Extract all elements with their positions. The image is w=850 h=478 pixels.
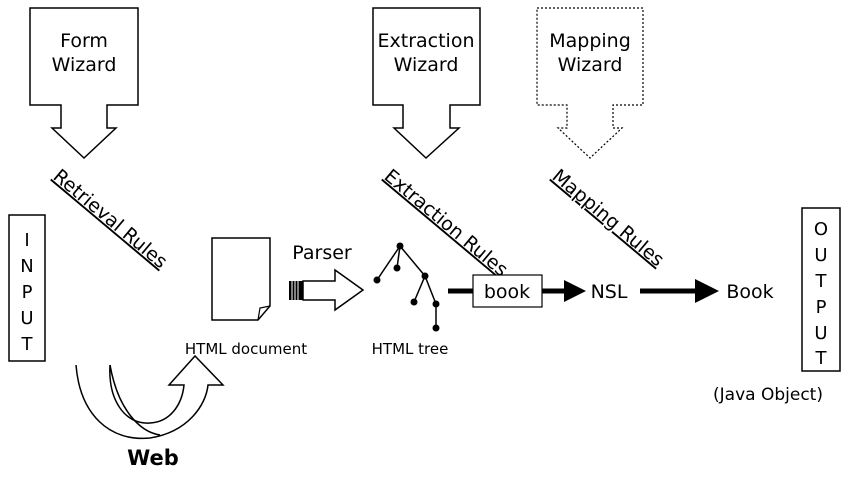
extraction-wizard-line1: Extraction [378,30,475,52]
input-letter: T [21,334,34,355]
retrieval-rules-label: Retrieval Rules [49,165,172,273]
web-curved-arrow [75,354,225,440]
output-letter: T [815,271,828,292]
output-box [801,207,841,372]
web-label: Web [127,446,179,470]
form-wizard-shape [29,7,139,160]
book-box-label: book [484,281,530,303]
input-letter: U [20,308,33,329]
nsl-label: NSL [591,281,628,303]
book-output-label: Book [726,281,773,303]
extraction-rules-label: Extraction Rules [380,165,512,281]
mapping-wizard-line2: Wizard [558,54,623,76]
form-wizard-line1: Form [60,30,108,52]
input-letter: P [22,282,33,303]
output-letter: U [814,323,827,344]
mapping-wizard-shape [536,7,644,159]
mapping-wizard-line1: Mapping [549,30,631,52]
document-icon [211,237,271,321]
output-letter: U [814,245,827,266]
nsl-to-book-arrow [640,279,719,303]
form-wizard-line2: Wizard [52,54,117,76]
html-document-label: HTML document [185,340,307,358]
html-tree-label: HTML tree [372,340,449,358]
output-letter: O [814,219,828,240]
extraction-wizard-shape [372,7,481,160]
html-tree-icon [376,245,437,328]
output-letter: T [815,348,828,369]
parser-label: Parser [292,242,352,264]
extraction-wizard-line2: Wizard [394,54,459,76]
output-letter: P [816,297,827,318]
input-box [8,214,46,362]
input-letter: N [20,256,33,277]
input-letter: I [24,230,29,251]
html-tree-nodes [373,242,440,332]
book-to-nsl-arrow [542,280,586,302]
mapping-rules-label: Mapping Rules [548,165,669,271]
book-box [472,274,543,308]
parser-arrow [289,268,365,312]
java-object-label: (Java Object) [713,385,823,405]
